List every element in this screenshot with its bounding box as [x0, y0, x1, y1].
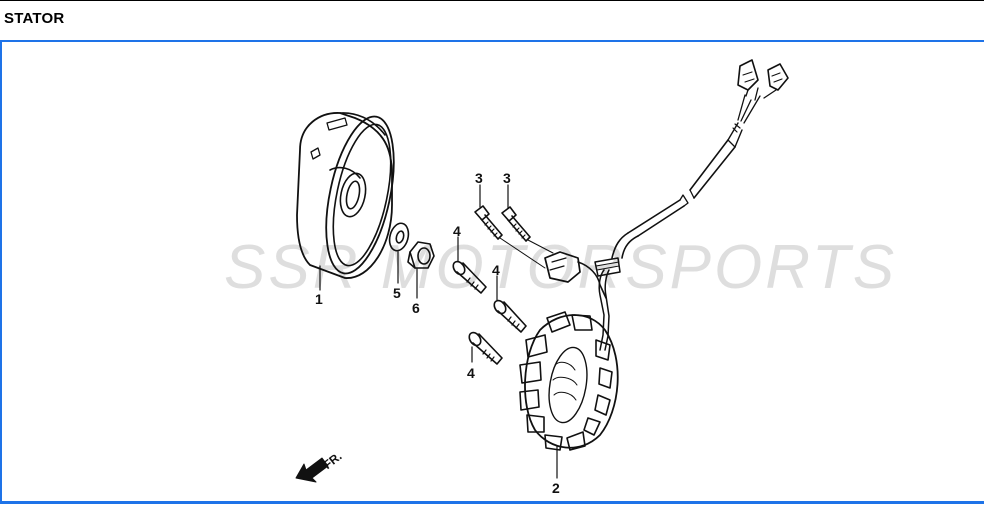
pulse-sensor-part [544, 251, 607, 299]
callout-4b: 4 [492, 262, 500, 278]
bolt-part-4a [452, 260, 487, 294]
front-direction-arrow-icon [295, 457, 329, 483]
callout-3b: 3 [503, 170, 511, 186]
callout-2: 2 [552, 480, 560, 496]
callout-4a: 4 [453, 223, 461, 239]
callout-1: 1 [315, 291, 323, 307]
bolt-part-3b [501, 206, 531, 242]
wire-harness [594, 59, 789, 351]
bolt-part-3a [474, 205, 503, 240]
flywheel-part [296, 112, 395, 279]
bolt-part-4c [468, 331, 503, 365]
callout-5: 5 [393, 285, 401, 301]
stator-part [519, 311, 619, 451]
callout-3a: 3 [475, 170, 483, 186]
diagram-frame [0, 40, 984, 504]
page-title: STATOR [4, 10, 65, 27]
callout-4c: 4 [467, 365, 475, 381]
washer-part [388, 222, 410, 252]
callout-6: 6 [412, 300, 420, 316]
nut-part [407, 241, 435, 269]
top-rule [0, 0, 984, 1]
bolt-part-4b [493, 299, 527, 333]
